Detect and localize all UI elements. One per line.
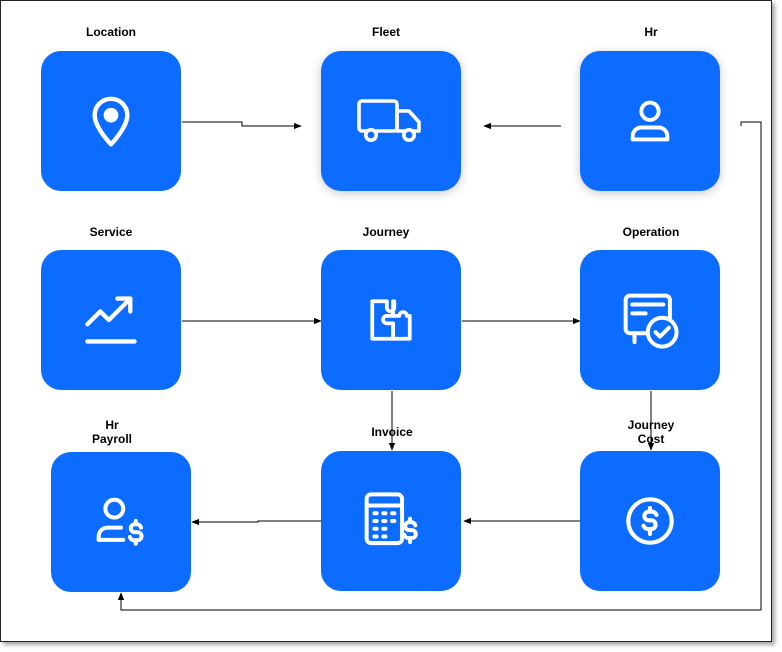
calculator-dollar-icon: [360, 490, 422, 552]
node-journey[interactable]: [321, 250, 461, 390]
node-label-hr-payroll: Hr Payroll: [91, 418, 133, 446]
node-label-operation: Operation: [622, 225, 680, 239]
node-fleet[interactable]: [321, 51, 461, 191]
user-dollar-icon: [92, 493, 150, 551]
edge-location-fleet: [182, 121, 302, 130]
edge-layer: [117, 121, 762, 611]
node-hr[interactable]: [580, 51, 720, 191]
node-label-journey: Journey: [362, 225, 410, 239]
node-label-fleet: Fleet: [371, 25, 400, 39]
node-label-service: Service: [89, 225, 133, 239]
dollar-circle-icon: [624, 495, 676, 547]
node-invoice[interactable]: [321, 451, 461, 591]
truck-icon: [355, 95, 427, 147]
user-icon: [624, 95, 676, 147]
node-service[interactable]: [41, 250, 181, 390]
node-hr-payroll[interactable]: [51, 452, 191, 592]
node-label-location: Location: [86, 25, 136, 39]
puzzle-icon: [366, 295, 416, 345]
edge-invoice-hrpayroll: [191, 518, 321, 526]
node-label-journey-cost: Journey Cost: [627, 418, 675, 446]
node-label-hr: Hr: [644, 25, 658, 39]
trending-up-icon: [81, 292, 141, 348]
edge-hr-hrpayroll: [117, 121, 762, 611]
map-pin-icon: [83, 93, 139, 149]
diagram-canvas: Location Fleet Hr Service: [0, 0, 772, 642]
node-location[interactable]: [41, 51, 181, 191]
node-operation[interactable]: [580, 250, 720, 390]
node-label-invoice: Invoice: [371, 425, 413, 439]
node-journey-cost[interactable]: [580, 451, 720, 591]
certificate-check-icon: [619, 289, 681, 351]
